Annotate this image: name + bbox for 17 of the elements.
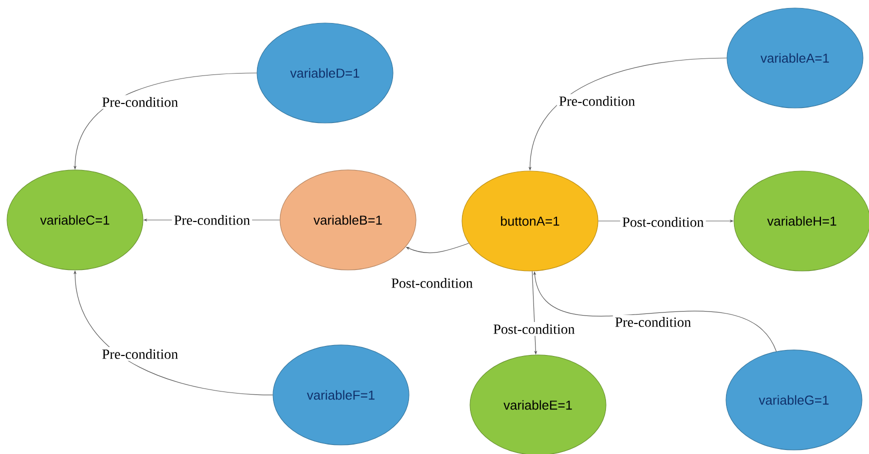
ellipse-node: variableB=1 [280, 170, 416, 270]
edge-label: Pre-condition [100, 95, 180, 109]
ellipse-node: variableE=1 [470, 354, 606, 454]
edge-label: Post-condition [491, 322, 577, 336]
edge-label: Post-condition [620, 215, 706, 229]
edge-label: Pre-condition [100, 347, 180, 361]
edge-label: Post-condition [389, 276, 475, 290]
edge-label: Pre-condition [556, 94, 638, 108]
ellipse-node: variableA=1 [726, 8, 864, 108]
ellipse-node: variableF=1 [272, 344, 410, 446]
edge-label: Pre-condition [612, 315, 694, 329]
edge-label: Pre-condition [172, 213, 252, 227]
ellipse-node: variableC=1 [6, 170, 144, 270]
ellipse-node: variableH=1 [734, 170, 869, 272]
ellipse-node: buttonA=1 [462, 170, 598, 272]
ellipse-node: variableD=1 [256, 22, 394, 124]
ellipse-node: variableG=1 [726, 350, 862, 450]
